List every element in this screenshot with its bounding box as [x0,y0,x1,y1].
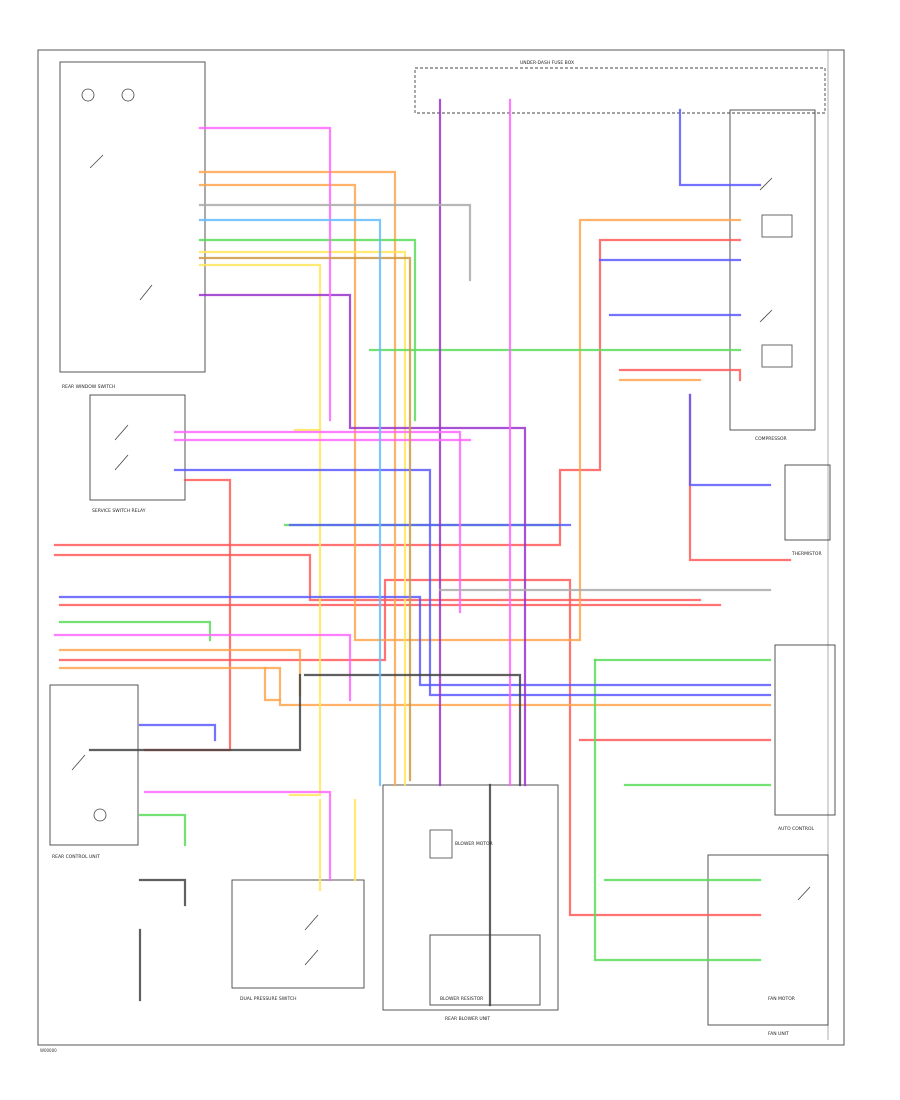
wire-pink-3 [53,633,352,702]
label-blower-resistor: BLOWER RESISTOR [440,996,483,1002]
wire-yellow-2 [198,263,322,797]
label-fan-unit: FAN UNIT [768,1031,789,1037]
label-fan-motor: FAN MOTOR [768,996,795,1002]
label-fuse-box: UNDER-DASH FUSE BOX [520,60,574,66]
wire-pink-1 [198,126,332,422]
wire-lightblue-1 [198,218,382,787]
auto-control-box [774,644,836,816]
relay-coil-1 [761,214,793,238]
component-boxes [49,61,836,1026]
switch-contact-2 [139,284,153,301]
wires [53,98,792,1007]
component-labels: REAR WINDOW SWITCH SERVICE SWITCH RELAY … [40,60,822,1053]
label-rear-window-switch: REAR WINDOW SWITCH [62,384,115,390]
label-rear-control-unit: REAR CONTROL UNIT [52,854,100,860]
label-compressor: COMPRESSOR [755,436,787,442]
rear-control-lamp-icon [93,808,107,822]
switch-symbols [71,88,811,966]
wire-red-6 [618,368,742,382]
wire-blue-1 [173,468,772,697]
thermistor-box [784,464,831,541]
diagram-frame [37,49,845,1046]
fan-switch [797,886,811,901]
wire-red-5 [58,578,762,917]
wire-black-2 [88,673,302,752]
pressure-switch-contact-1 [304,914,319,931]
wire-blue-7 [138,723,217,742]
wire-green-9 [138,813,187,847]
label-service-switch-relay: SERVICE SWITCH RELAY [92,508,146,514]
label-blower-motor: BLOWER MOTOR [455,841,493,847]
relay-contact-1 [114,424,129,441]
relay-coil-2 [761,344,793,368]
switch-contact-1 [89,154,104,169]
wire-blue-3 [678,108,762,187]
blower-motor-icon [429,829,453,859]
wire-red-3 [143,478,232,752]
wire-gray-1 [198,203,472,282]
rear-window-switch-box [59,61,206,373]
wire-orange-1 [198,170,397,787]
label-auto-control: AUTO CONTROL [778,826,815,832]
blower-resistor-box [382,784,559,1011]
blower-inner-box [429,934,541,1006]
label-dual-pressure-switch: DUAL PRESSURE SWITCH [240,996,297,1002]
service-switch-relay-box [89,394,186,501]
wire-green-6 [593,658,762,962]
rear-control-switch [71,754,86,771]
rear-blower-unit-box [707,854,829,1026]
wire-red-1 [53,238,742,547]
label-rear-blower-unit: REAR BLOWER UNIT [445,1016,490,1022]
wire-brown-1 [198,256,412,782]
page-code: W00000 [40,1048,57,1053]
relay-contact-2 [114,454,129,471]
wire-green-1 [198,238,417,422]
compressor-relay-box [729,109,816,431]
pressure-switch-contact-2 [304,949,319,966]
wire-black-4 [138,878,187,907]
wire-blue-2 [58,595,772,687]
wire-yellow-1 [198,250,407,787]
relay-contact-4 [759,309,773,323]
fuse-box-box [414,67,826,114]
wire-pink-2 [173,430,462,614]
lamp-icon [81,88,95,102]
dual-pressure-switch-box [231,879,365,989]
wire-black-1 [303,673,522,787]
lamp-icon-2 [121,88,135,102]
label-thermistor: THERMISTOR [791,551,822,557]
rear-control-unit-box [49,684,139,846]
wire-orange-3 [58,666,772,707]
wire-green-2 [58,620,212,642]
wire-red-2 [53,553,702,602]
wire-violet-1 [198,293,527,787]
relay-contact-3 [759,177,773,191]
wire-blue-5 [688,393,772,487]
wire-red-8 [688,393,792,562]
wire-orange-5 [263,666,282,702]
wire-pink-4 [143,790,332,882]
